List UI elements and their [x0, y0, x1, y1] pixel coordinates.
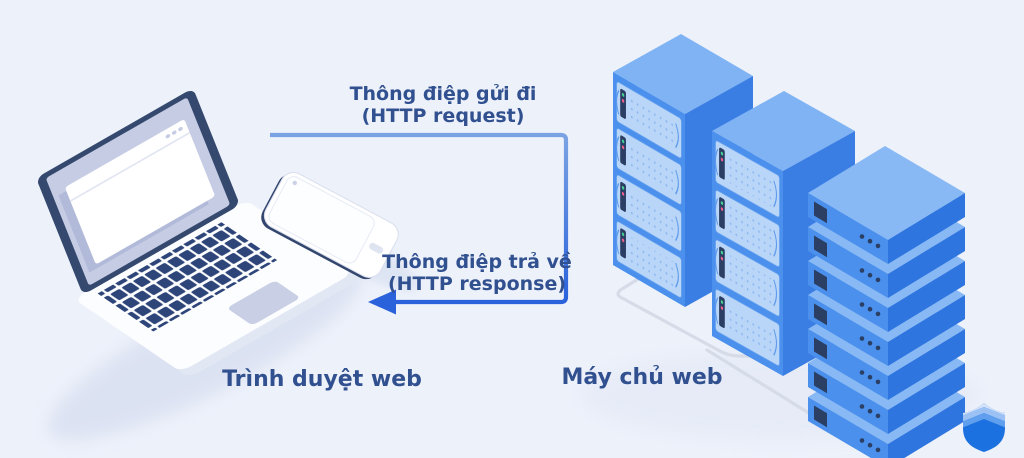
phone-home-bar [369, 242, 384, 254]
rack-unit [616, 174, 682, 252]
arrow-path [270, 132, 569, 305]
rack-unit [616, 128, 682, 205]
laptop-illustration [38, 90, 357, 375]
request-label: Thông điệp gửi đi (HTTP request) [312, 83, 574, 127]
phone-illustration [261, 172, 399, 280]
rack-unit [715, 289, 780, 366]
browser-caption: Trình duyệt web [222, 367, 422, 392]
laptop-body [78, 202, 357, 375]
rack-unit [715, 140, 780, 218]
server-tower-left [613, 34, 753, 308]
laptop-trackpad [229, 281, 299, 325]
rack-unit [715, 190, 780, 267]
rack-unit [715, 239, 780, 317]
phone-camera-dot [292, 180, 297, 186]
request-label-line2: (HTTP request) [361, 105, 525, 127]
tower-top-face [712, 91, 855, 171]
laptop-keyboard [97, 222, 278, 332]
request-label-line1: Thông điệp gửi đi [349, 83, 537, 105]
rack-unit [616, 221, 682, 298]
tower-front-face [712, 131, 783, 377]
cable-left [616, 269, 804, 358]
request-response-arrow [270, 132, 569, 315]
tower-top-face [613, 34, 753, 114]
server-stack-right [808, 146, 965, 458]
tower-front-face [613, 72, 685, 308]
rack-unit [616, 81, 682, 159]
response-label: Thông điệp trả về (HTTP response) [346, 251, 608, 295]
response-label-line2: (HTTP response) [387, 273, 567, 295]
browser-window [65, 120, 215, 264]
server-caption: Máy chủ web [561, 365, 723, 390]
response-label-line1: Thông điệp trả về [382, 251, 572, 273]
laptop-screen [38, 90, 238, 293]
arrowhead-left-icon [368, 289, 396, 315]
phone-screen [268, 176, 375, 264]
server-slab [808, 146, 965, 264]
